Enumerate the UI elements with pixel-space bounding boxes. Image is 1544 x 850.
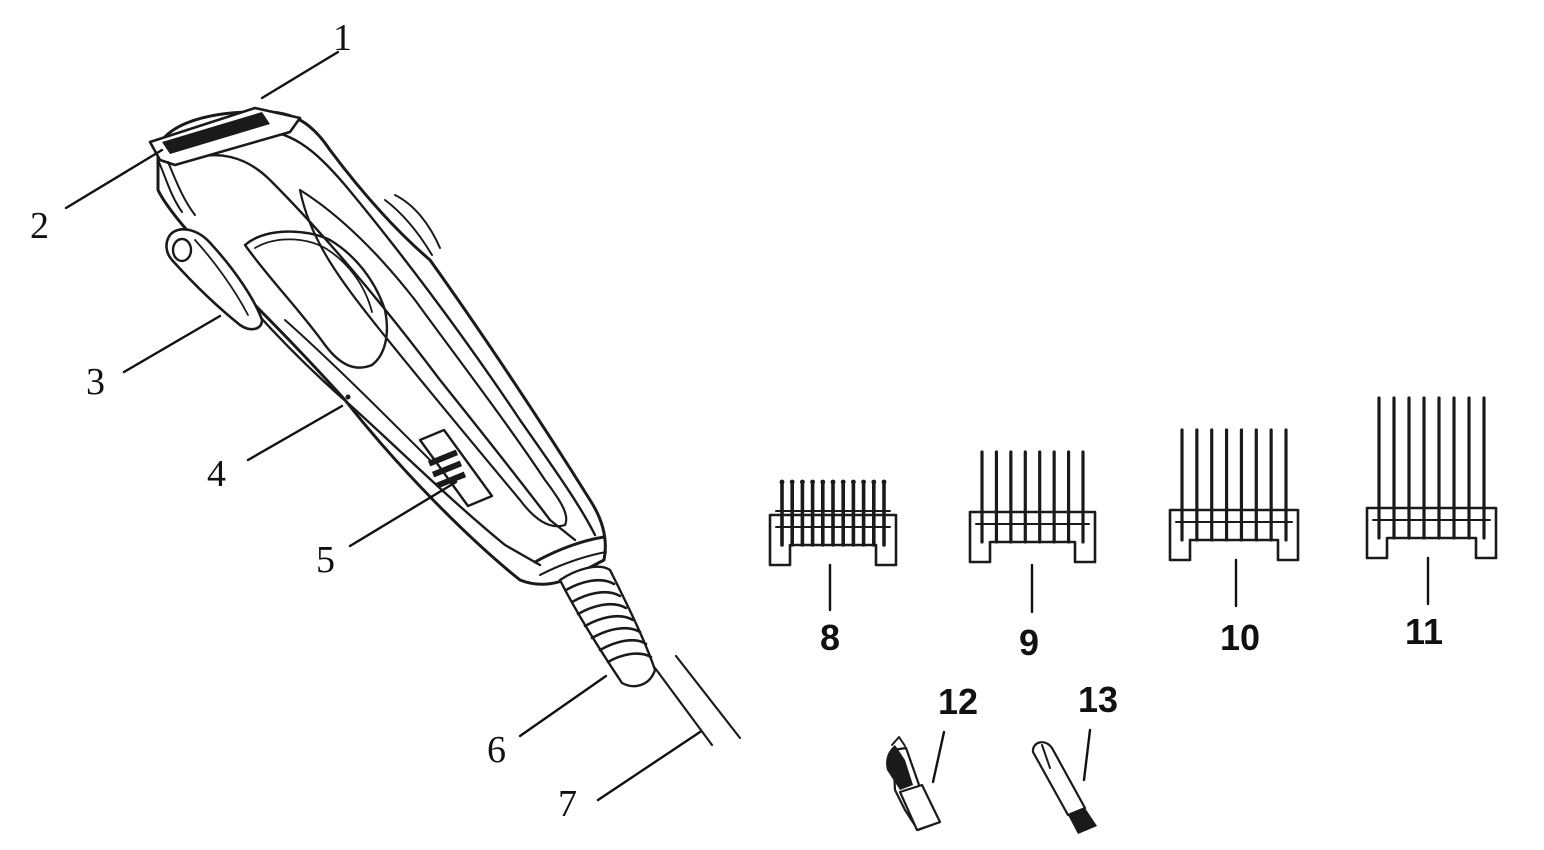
comb-tooth-tip (789, 479, 795, 485)
grip-recess (243, 230, 389, 369)
leader-line-12 (931, 730, 946, 784)
comb-tooth-tip (871, 479, 877, 485)
part-label-6: 6 (487, 729, 506, 771)
taper-lever (165, 227, 264, 331)
strain-relief (558, 565, 657, 688)
comb-tooth-tip (810, 479, 815, 485)
comb-base (1365, 506, 1498, 560)
clipper-top-shell (248, 128, 597, 537)
cleaning-brush (1031, 741, 1097, 834)
power-switch (418, 428, 494, 508)
leader-line-4 (246, 404, 344, 462)
comb-tooth-tip (840, 479, 846, 485)
part-label-11: 11 (1405, 611, 1443, 652)
leader-line-3 (122, 314, 222, 374)
part-label-1: 1 (333, 17, 352, 59)
part-label-13: 13 (1078, 679, 1118, 720)
guide-comb-8 (768, 479, 898, 567)
leader-line-2 (64, 148, 164, 210)
leader-line-13 (1082, 728, 1092, 782)
comb-tooth-tip (800, 479, 805, 485)
clipper-housing (156, 110, 607, 586)
part-label-8: 8 (820, 617, 840, 658)
part-label-12: 12 (938, 681, 978, 722)
comb-base (968, 510, 1097, 564)
hanging-hole (345, 394, 351, 400)
guide-comb-11 (1365, 396, 1498, 560)
part-label-3: 3 (86, 361, 105, 403)
part-label-9: 9 (1019, 622, 1039, 663)
comb-base (1168, 508, 1300, 562)
part-label-7: 7 (558, 783, 577, 825)
guide-comb-10 (1168, 428, 1300, 562)
comb-tooth-tip (830, 479, 836, 485)
comb-tooth-tip (779, 479, 785, 485)
clipper-side-panel (298, 188, 568, 528)
comb-tooth-tip (851, 479, 856, 485)
part-label-2: 2 (30, 205, 49, 247)
power-cord (653, 654, 742, 747)
leader-lines (64, 50, 1430, 802)
part-label-5: 5 (316, 539, 335, 581)
part-number-labels: 1 2 3 4 5 6 7 8 9 10 11 12 13 (30, 17, 1443, 825)
part-label-10: 10 (1220, 617, 1260, 658)
guide-comb-9 (968, 450, 1097, 564)
leader-line-1 (260, 50, 340, 100)
comb-tooth-tip (820, 479, 826, 485)
leader-line-7 (596, 730, 702, 802)
comb-tooth-tip (861, 479, 866, 485)
oil-bottle (886, 736, 942, 832)
comb-tooth-tip (881, 479, 887, 485)
blade-set (148, 106, 302, 216)
leader-line-5 (348, 480, 458, 548)
part-label-4: 4 (207, 453, 226, 495)
hair-clipper (148, 106, 742, 747)
leader-line-6 (518, 674, 608, 738)
